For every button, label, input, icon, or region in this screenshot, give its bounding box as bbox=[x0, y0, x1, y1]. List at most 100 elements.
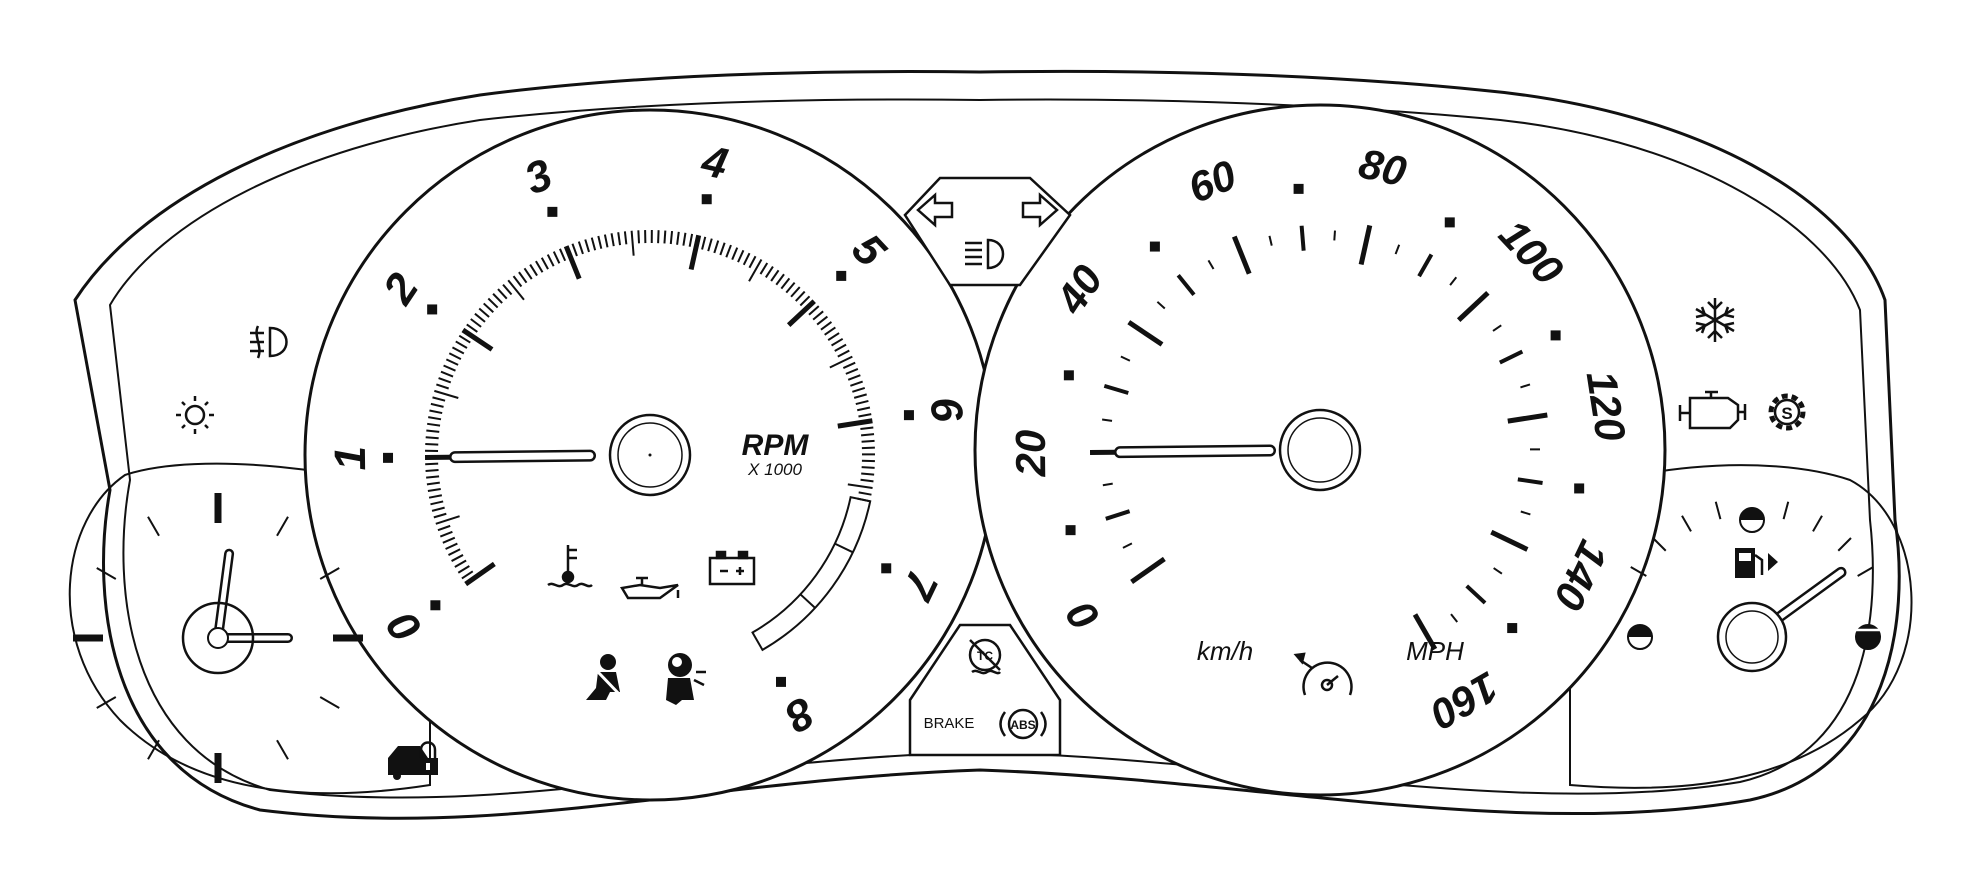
speedometer-tick bbox=[1517, 477, 1543, 485]
tachometer-tick bbox=[434, 389, 459, 399]
speedometer-tick bbox=[1268, 235, 1273, 246]
oil-pressure-icon bbox=[619, 576, 680, 600]
tachometer-tick bbox=[820, 321, 833, 331]
tachometer-tick bbox=[597, 235, 603, 249]
speedometer-hub-inner bbox=[1287, 417, 1353, 483]
clock-tick bbox=[319, 696, 340, 709]
cluster-inner-bezel bbox=[108, 98, 1874, 799]
tachometer-tick bbox=[445, 542, 458, 550]
tachometer-tick bbox=[429, 409, 443, 415]
fuel-gauge-tick bbox=[1857, 566, 1874, 577]
speedometer-tick bbox=[1520, 383, 1531, 389]
tachometer-tick bbox=[857, 406, 871, 412]
tachometer-tick bbox=[861, 439, 875, 443]
tachometer-tick bbox=[688, 234, 702, 271]
tachometer-tick bbox=[438, 377, 452, 384]
speedometer-dot bbox=[1149, 241, 1160, 252]
speedometer-tick bbox=[1156, 301, 1166, 310]
tachometer-tick bbox=[433, 512, 447, 519]
speedometer-dot bbox=[1065, 525, 1076, 536]
tachometer-tick bbox=[428, 416, 442, 421]
tachometer-tick bbox=[795, 290, 806, 302]
tachometer-tick bbox=[858, 413, 872, 418]
tachometer-tick bbox=[552, 251, 561, 264]
snowflake-icon bbox=[1695, 298, 1735, 342]
tachometer-tick bbox=[861, 466, 875, 469]
seat-belt-icon bbox=[586, 654, 622, 700]
tachometer-tick bbox=[701, 236, 707, 250]
tachometer-tick bbox=[445, 358, 459, 366]
speedometer-tick bbox=[1176, 274, 1196, 296]
speedometer-tick bbox=[1101, 418, 1113, 422]
fuel-gauge-tick bbox=[1812, 515, 1823, 532]
tachometer-tick bbox=[435, 515, 460, 525]
tachometer-redline-band bbox=[751, 495, 872, 652]
tachometer-tick bbox=[563, 245, 582, 280]
tachometer-tick bbox=[478, 307, 490, 318]
tachometer-tick bbox=[816, 315, 828, 326]
speedometer-tick bbox=[1102, 482, 1113, 487]
tachometer-tick bbox=[707, 238, 713, 252]
fuel-gauge bbox=[1630, 501, 1874, 673]
tachometer-tick bbox=[428, 494, 443, 499]
tachometer-dot bbox=[427, 304, 438, 315]
tachometer-tick bbox=[853, 393, 867, 399]
speedometer-dot bbox=[1063, 370, 1074, 381]
brake-warning-label: BRAKE bbox=[924, 715, 975, 732]
security-lock-icon bbox=[388, 741, 438, 780]
tachometer-tick bbox=[669, 230, 674, 245]
tachometer-tick bbox=[860, 426, 874, 431]
speedometer-tick bbox=[1103, 383, 1129, 395]
tachometer-tick bbox=[474, 312, 486, 323]
tachometer-tick bbox=[426, 475, 440, 479]
tachometer-tick bbox=[458, 334, 471, 344]
speedometer-tick bbox=[1130, 556, 1166, 584]
tachometer-tick bbox=[470, 318, 482, 328]
tachometer-redline-divider bbox=[799, 593, 816, 609]
clock-tick bbox=[319, 567, 340, 580]
tachometer-tick bbox=[827, 332, 840, 341]
tachometer-tick bbox=[454, 559, 467, 568]
tachometer-tick bbox=[427, 422, 441, 427]
tachometer-tick bbox=[439, 530, 453, 538]
speedometer-tick bbox=[1492, 324, 1502, 332]
tachometer-tick bbox=[535, 260, 544, 273]
speedometer-tick bbox=[1122, 542, 1133, 549]
tachometer-tick bbox=[790, 286, 801, 298]
tachometer-tick bbox=[502, 283, 513, 296]
battery-icon bbox=[708, 550, 756, 586]
tachometer-tick bbox=[831, 337, 844, 347]
tachometer-tick bbox=[855, 399, 869, 406]
tachometer-tick bbox=[426, 429, 440, 433]
speedometer-tick bbox=[1490, 529, 1529, 552]
clock-tick bbox=[276, 739, 289, 760]
tachometer-tick bbox=[559, 248, 567, 262]
speedometer-unit-mph: MPH bbox=[1406, 636, 1464, 666]
tachometer-tick bbox=[858, 491, 872, 496]
tachometer-tick bbox=[742, 252, 751, 266]
fuel-full-marker-icon bbox=[1855, 624, 1881, 650]
tachometer-tick bbox=[448, 548, 461, 556]
tachometer-tick bbox=[426, 481, 440, 486]
tachometer-tick bbox=[518, 271, 528, 284]
speedometer-unit-kmh: km/h bbox=[1197, 636, 1253, 666]
speedometer-tick bbox=[1127, 320, 1164, 347]
tachometer-needle bbox=[451, 452, 594, 461]
tachometer-tick bbox=[431, 506, 445, 512]
fuel-gauge-tick bbox=[1782, 501, 1790, 520]
tachometer-tick bbox=[430, 500, 444, 506]
speedometer-tick bbox=[1507, 412, 1548, 424]
clock-tick bbox=[96, 567, 117, 580]
tachometer-tick bbox=[483, 302, 494, 313]
speedometer-tick bbox=[1465, 584, 1487, 605]
speedometer-tick bbox=[1520, 510, 1531, 516]
speedometer-tick bbox=[1493, 567, 1503, 575]
tachometer-dot bbox=[836, 270, 847, 281]
speedometer-tick bbox=[1417, 253, 1434, 278]
tachometer-tick bbox=[466, 323, 478, 333]
speedometer-tick bbox=[1207, 259, 1215, 270]
turn-right-arrow-icon bbox=[1021, 192, 1059, 228]
tachometer-tick bbox=[432, 396, 446, 402]
tachometer-tick bbox=[630, 230, 635, 256]
speedometer-tick bbox=[1450, 613, 1459, 623]
